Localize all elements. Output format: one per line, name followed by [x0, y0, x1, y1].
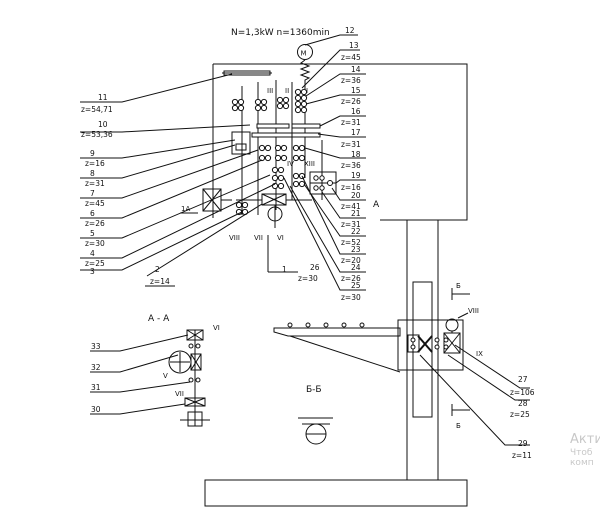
- callout-32-num: 32: [91, 363, 101, 372]
- callout-8-z: z=31: [85, 179, 105, 188]
- section-aa: A - A VI V VII 33 32 31 30: [90, 314, 220, 427]
- callout-25-num: 25: [351, 281, 361, 290]
- callout-33-num: 33: [91, 342, 101, 351]
- callout-7-z: z=45: [85, 199, 105, 208]
- watermark-line2a: Чтоб: [570, 447, 593, 458]
- shaft-label-XIII: XIII: [304, 160, 315, 168]
- section-mark-1a: 1A: [181, 205, 190, 213]
- section-mark-b-bottom: Б: [456, 422, 461, 430]
- callout-26-z: z=30: [298, 274, 318, 283]
- right-callouts: 12 13 z=45 14 z=36 15 z=26 16 z=31 17 z=…: [298, 26, 361, 302]
- callout-29-num: 29: [518, 439, 528, 448]
- callout-2-z: z=14: [150, 277, 170, 286]
- left-leader-lines: [80, 73, 276, 287]
- callout-21-z: z=31: [341, 220, 361, 229]
- shaft-label-VI-aa: VI: [213, 324, 220, 332]
- callout-17-z: z=31: [341, 140, 361, 149]
- callout-1-num: 1: [282, 265, 287, 274]
- callout-3-num: 3: [90, 267, 95, 276]
- callout-26-num: 26: [310, 263, 320, 272]
- headstock-housing: A: [212, 63, 468, 221]
- shaft-label-VII-aa: VII: [175, 390, 184, 398]
- right-leader-lines: [283, 34, 366, 291]
- callout-18-z: z=36: [341, 161, 361, 170]
- motor-spec-text: N=1,3kW n=1360min: [231, 28, 330, 38]
- watermark-text: Акти Чтоб комп: [570, 432, 600, 469]
- section-aa-title: A - A: [148, 314, 170, 324]
- callout-8-num: 8: [90, 169, 95, 178]
- callout-4-z: z=25: [85, 259, 105, 268]
- callout-9-z: z=16: [85, 159, 105, 168]
- gearbox-mechanism: 1A: [180, 80, 337, 273]
- motor-label: M: [301, 50, 307, 58]
- callout-5-z: z=30: [85, 239, 105, 248]
- shaft-label-V: V: [163, 372, 168, 380]
- table-callouts: VIII IX 27 z=106 28 z=25 29 z=11: [419, 307, 535, 460]
- callout-16-num: 16: [351, 107, 361, 116]
- callout-9-num: 9: [90, 149, 95, 158]
- shaft-label-IX: IX: [476, 350, 483, 358]
- callout-27-z: z=106: [510, 388, 535, 397]
- callout-22-z: z=52: [341, 238, 361, 247]
- callout-31-num: 31: [91, 383, 101, 392]
- section-bb: Б-Б: [298, 385, 333, 445]
- section-mark-a: A: [373, 200, 380, 210]
- callout-17-num: 17: [351, 128, 361, 137]
- watermark-line2b: комп: [570, 458, 594, 469]
- callout-20-num: 20: [351, 191, 361, 200]
- callout-25-z: z=30: [341, 293, 361, 302]
- callout-5-num: 5: [90, 229, 95, 238]
- callout-27-num: 27: [518, 375, 528, 384]
- callout-6-num: 6: [90, 209, 95, 218]
- callout-14-z: z=36: [341, 76, 361, 85]
- callout-13-num: 13: [349, 41, 359, 50]
- shaft-label-VIII: VIII: [229, 234, 240, 242]
- callout-30-num: 30: [91, 405, 101, 414]
- section-mark-b-top: Б: [456, 282, 461, 290]
- callout-19-num: 19: [351, 171, 361, 180]
- callout-6-z: z=26: [85, 219, 105, 228]
- callout-20-z: z=41: [341, 202, 361, 211]
- callout-22-num: 22: [351, 227, 361, 236]
- callout-24-z: z=26: [341, 274, 361, 283]
- callout-15-num: 15: [351, 86, 361, 95]
- callout-4-num: 4: [90, 249, 95, 258]
- shaft-label-III: III: [267, 87, 273, 95]
- callout-29-z: z=11: [512, 451, 532, 460]
- callout-15-z: z=26: [341, 97, 361, 106]
- callout-18-num: 18: [351, 150, 361, 159]
- callout-11-z: z=54,71: [81, 105, 113, 114]
- callout-11-num: 11: [98, 93, 108, 102]
- gear-11: [222, 70, 272, 76]
- watermark-line1: Акти: [570, 432, 600, 447]
- callout-12-num: 12: [345, 26, 355, 35]
- callout-19-z: z=16: [341, 183, 361, 192]
- section-bb-title: Б-Б: [306, 385, 322, 395]
- shaft-labels: I II III IV VI VII VIII XIII: [229, 87, 315, 242]
- callout-13-z: z=45: [341, 53, 361, 62]
- callout-28-num: 28: [518, 399, 528, 408]
- column-and-base: Б Б: [204, 220, 470, 507]
- callout-21-num: 21: [351, 209, 361, 218]
- shaft-label-VII: VII: [254, 234, 263, 242]
- shaft-label-VIII-table: VIII: [468, 307, 479, 315]
- left-callouts: 11 z=54,71 10 z=53,36 9 z=16 8 z=31 7 z=…: [81, 93, 287, 286]
- callout-7-num: 7: [90, 189, 95, 198]
- shaft-label-VI: VI: [277, 234, 284, 242]
- callout-2-num: 2: [155, 265, 160, 274]
- callout-28-z: z=25: [510, 410, 530, 419]
- callout-23-num: 23: [351, 245, 361, 254]
- shaft-label-II: II: [285, 87, 289, 95]
- shaft-label-IV: IV: [287, 160, 294, 168]
- callout-23-z: z=20: [341, 256, 361, 265]
- callout-24-num: 24: [351, 263, 361, 272]
- callout-14-num: 14: [351, 65, 361, 74]
- callout-16-z: z=31: [341, 118, 361, 127]
- shaft-label-I: I: [306, 87, 308, 95]
- callout-10-z: z=53,36: [81, 130, 113, 139]
- callout-10-num: 10: [98, 120, 108, 129]
